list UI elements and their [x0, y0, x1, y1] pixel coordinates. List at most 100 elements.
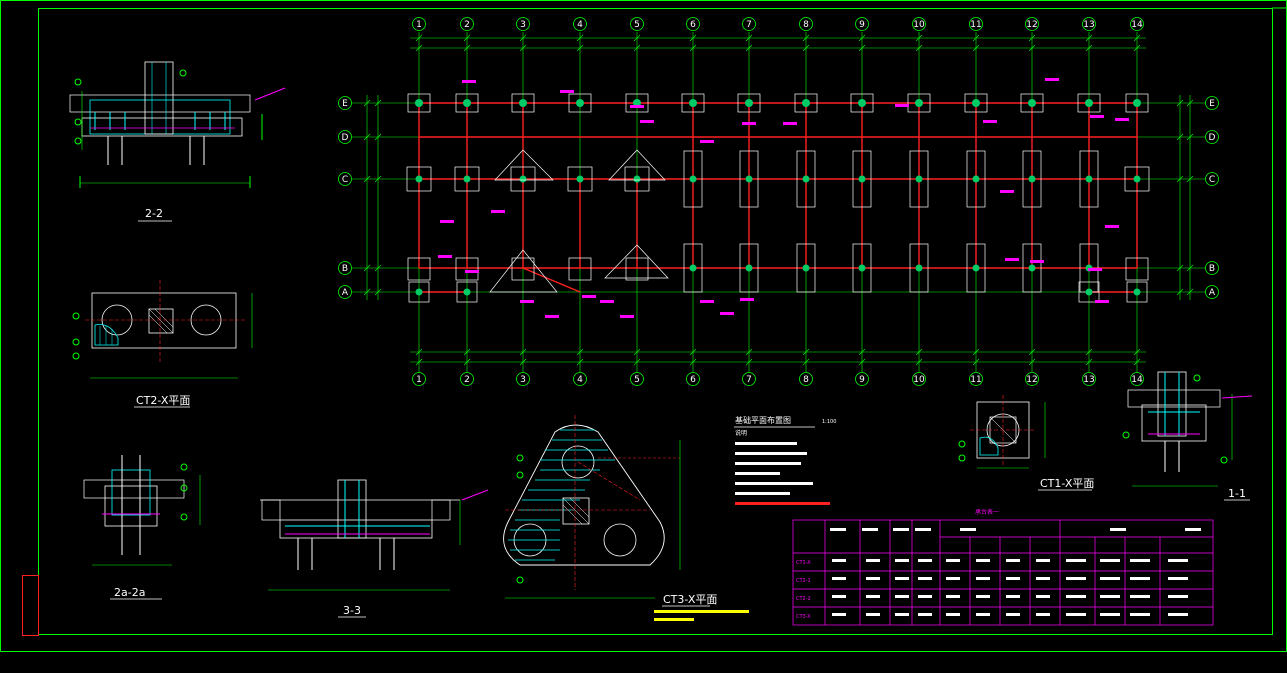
axis-bubble-label: 14	[1131, 20, 1143, 30]
note-line	[735, 452, 807, 455]
annotation-mark	[520, 300, 534, 303]
axis-bubble-label: 3	[520, 375, 526, 385]
ct3x-yellow-note	[654, 610, 749, 621]
table-header-mark	[1110, 528, 1126, 531]
annotation-mark	[783, 122, 797, 125]
table-cell-mark	[895, 595, 909, 598]
sheet-frame	[0, 0, 1287, 652]
axis-bubble-col: 6	[686, 17, 700, 31]
axis-bubble-col: 14	[1130, 17, 1144, 31]
axis-bubble-row: B	[338, 261, 352, 275]
axis-bubble-col: 1	[412, 17, 426, 31]
section-3-3-title: 3-3	[343, 604, 361, 617]
ct3x-plan-detail	[503, 415, 681, 599]
table-cell-mark	[946, 577, 960, 580]
table-cell-mark	[1006, 559, 1020, 562]
annotation-mark	[1105, 225, 1119, 228]
section-2-2-title: 2-2	[145, 207, 163, 220]
note-line-red	[735, 502, 830, 505]
axis-bubble-col: 2	[460, 372, 474, 386]
table-cell-mark	[866, 595, 880, 598]
axis-bubble-label: A	[342, 288, 349, 298]
section-3-3-detail	[260, 479, 489, 591]
axis-bubble-row: B	[1205, 261, 1219, 275]
note-line	[735, 482, 813, 485]
axis-bubble-label: 11	[970, 375, 981, 385]
axis-bubble-col: 2	[460, 17, 474, 31]
table-cell-mark	[1036, 595, 1050, 598]
axis-bubble-label: 8	[803, 375, 809, 385]
axis-bubble-col: 12	[1025, 372, 1039, 386]
axis-bubble-label: 9	[859, 20, 865, 30]
table-header-mark	[915, 528, 931, 531]
axis-bubble-label: 5	[634, 20, 640, 30]
axis-bubble-col: 13	[1082, 17, 1096, 31]
axis-bubble-col: 11	[969, 17, 983, 31]
annotation-mark	[700, 300, 714, 303]
axis-bubble-row: E	[338, 96, 352, 110]
table-cell-mark	[976, 559, 990, 562]
axis-bubble-col: 10	[912, 17, 926, 31]
table-cell-mark	[1168, 595, 1188, 598]
axis-bubble-col: 1	[412, 372, 426, 386]
axis-bubble-label: 14	[1131, 375, 1143, 385]
magenta-annotations	[438, 78, 1129, 318]
table-cell-mark	[895, 577, 909, 580]
axis-bubble-label: 12	[1026, 20, 1037, 30]
annotation-mark	[1090, 115, 1104, 118]
wall-beams	[418, 102, 1138, 293]
table-cell-mark	[866, 613, 880, 616]
table-cell-mark	[1100, 559, 1120, 562]
table-cell-mark	[976, 595, 990, 598]
note-line	[735, 462, 801, 465]
annotation-mark	[1045, 78, 1059, 81]
table-cell-mark	[946, 559, 960, 562]
annotation-mark	[1000, 190, 1014, 193]
axis-bubble-col: 7	[742, 372, 756, 386]
axis-bubble-label: D	[342, 133, 349, 143]
annotation-mark	[1095, 300, 1109, 303]
axis-bubble-col: 14	[1130, 372, 1144, 386]
axis-bubble-label: 1	[416, 375, 422, 385]
annotation-mark	[438, 255, 452, 258]
axis-bubble-label: 4	[577, 20, 583, 30]
annotation-mark	[560, 90, 574, 93]
axis-bubble-label: B	[342, 264, 348, 274]
table-cell-mark	[1168, 613, 1188, 616]
section-2-2-detail	[69, 61, 286, 188]
table-cell-mark	[1168, 559, 1188, 562]
axis-bubble-col: 8	[799, 372, 813, 386]
table-header-mark	[862, 528, 878, 531]
annotation-mark	[740, 298, 754, 301]
table-cell-mark	[1130, 577, 1150, 580]
axis-bubble-label: D	[1209, 133, 1216, 143]
table-cell-mark	[1130, 613, 1150, 616]
table-cell-mark	[946, 595, 960, 598]
annotation-mark	[983, 120, 997, 123]
axis-bubble-label: C	[1209, 175, 1215, 185]
table-cell-mark	[1036, 577, 1050, 580]
axis-bubble-label: 4	[577, 375, 583, 385]
axis-bubble-label: 3	[520, 20, 526, 30]
table-cell-mark	[1100, 595, 1120, 598]
table-cell-mark	[895, 559, 909, 562]
table-cell-mark	[918, 559, 932, 562]
axis-bubble-col: 3	[516, 17, 530, 31]
section-2a-2a-title: 2a-2a	[114, 586, 145, 599]
annotation-mark	[1115, 118, 1129, 121]
table-cell-mark	[946, 613, 960, 616]
axis-bubble-label: 13	[1083, 20, 1094, 30]
ct1x-plan-title: CT1-X平面	[1040, 477, 1094, 490]
notes-body	[735, 442, 830, 505]
axis-bubble-label: 7	[746, 375, 752, 385]
table-cell-mark	[1006, 577, 1020, 580]
axis-bubble-label: 11	[970, 20, 981, 30]
table-title: 承台表一	[975, 508, 999, 516]
table-cell-mark	[832, 559, 846, 562]
axis-bubble-label: 1	[416, 20, 422, 30]
annotation-mark	[700, 140, 714, 143]
table-cell-mark	[1066, 559, 1086, 562]
annotation-mark	[742, 122, 756, 125]
